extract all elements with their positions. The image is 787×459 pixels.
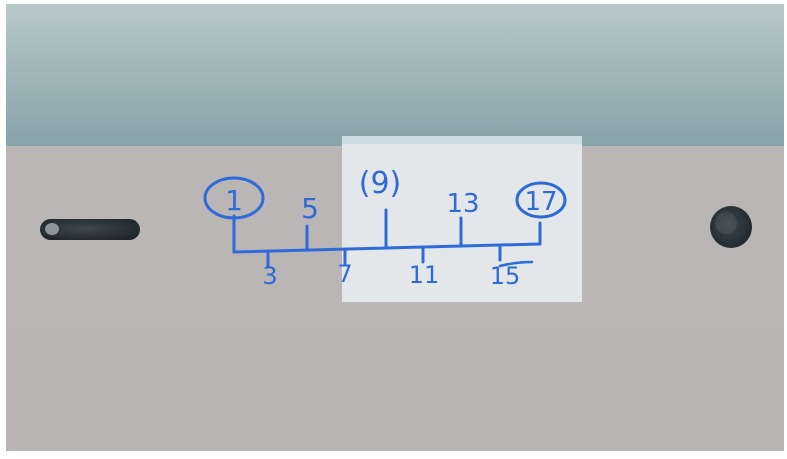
label-5: 5 [301, 192, 319, 225]
label-13: 13 [446, 189, 479, 219]
highlight-top-band [342, 136, 582, 144]
label-7: 7 [337, 260, 352, 288]
label-circled-17: 17 [524, 187, 557, 217]
label-9: (9) [359, 166, 402, 201]
label-3: 3 [262, 262, 277, 290]
label-15: 15 [490, 262, 521, 290]
label-circled-1: 1 [225, 184, 243, 217]
slot-highlight [45, 223, 59, 235]
wall [6, 4, 784, 147]
round-hole-shade [715, 212, 737, 234]
label-11: 11 [409, 261, 440, 289]
